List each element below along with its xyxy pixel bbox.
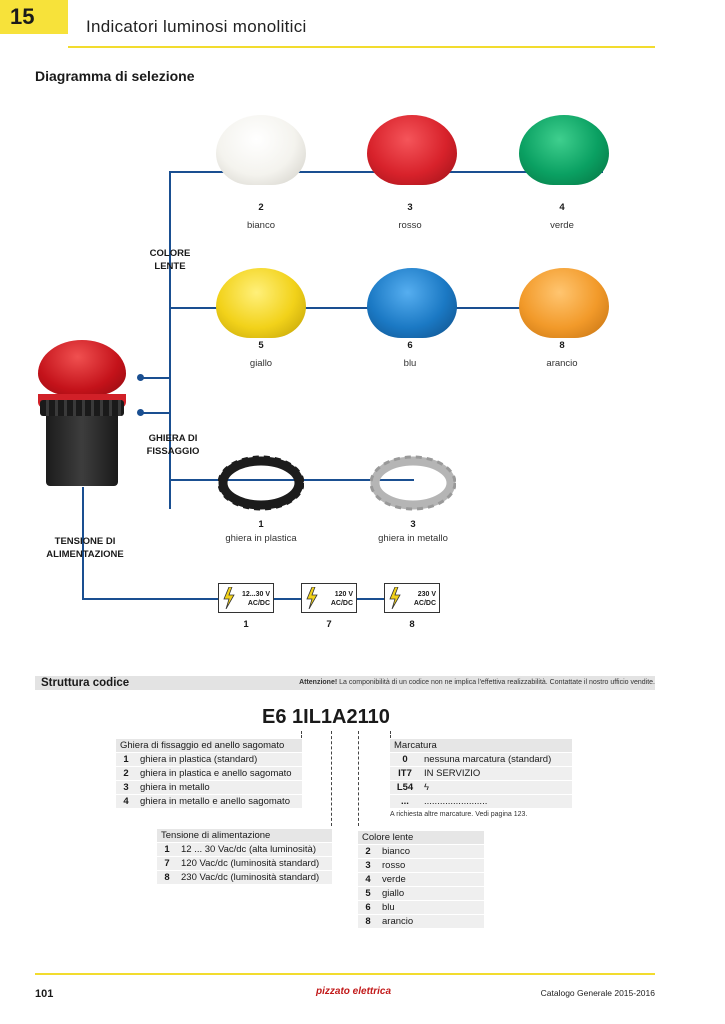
- voltage-line1: 120 V: [334, 591, 353, 598]
- voltage-box: 12...30 V AC/DC: [218, 583, 274, 613]
- marcatura-note: A richiesta altre marcature. Vedi pagina…: [390, 811, 528, 818]
- note-text: La componibilità di un codice non ne imp…: [339, 679, 655, 686]
- lens-code: 3: [407, 202, 413, 213]
- note-bold: Attenzione!: [299, 679, 338, 686]
- structure-note: Attenzione! La componibilità di un codic…: [299, 676, 655, 690]
- ring-code: 1: [258, 519, 264, 530]
- ring-plastic-image: [218, 455, 304, 511]
- voltage-code: 8: [409, 619, 415, 630]
- header-divider: [68, 46, 655, 48]
- brand-logo: pizzato elettrica: [316, 986, 392, 997]
- catalog-label: Catalogo Generale 2015-2016: [540, 988, 655, 998]
- ring-connector: [169, 479, 414, 481]
- lens-code: 6: [407, 340, 413, 351]
- voltage-line2: AC/DC: [413, 600, 436, 607]
- ring-code: 3: [410, 519, 416, 530]
- code-connector: [390, 731, 391, 746]
- code-connector: [358, 731, 359, 826]
- lens-name: verde: [550, 220, 574, 231]
- chapter-tab: 15: [0, 0, 68, 34]
- footer-divider: [35, 973, 655, 975]
- lens-giallo-image: [216, 268, 306, 338]
- table-title: Marcatura: [390, 739, 572, 753]
- ring-name: ghiera in metallo: [378, 533, 448, 544]
- lens-code: 8: [559, 340, 565, 351]
- colore-lente-label: COLORE LENTE: [149, 248, 191, 272]
- table-title: Ghiera di fissaggio ed anello sagomato: [116, 739, 302, 753]
- voltage-line1: 12...30 V: [241, 591, 270, 598]
- tensione-label: TENSIONE DI ALIMENTAZIONE: [46, 536, 124, 560]
- table-title: Tensione di alimentazione: [157, 829, 332, 843]
- lens-name: rosso: [398, 220, 422, 231]
- product-code: E6 1IL1A2110: [262, 706, 390, 728]
- code-connector: [331, 731, 332, 826]
- ghiera-table: Ghiera di fissaggio ed anello sagomato 1…: [116, 739, 302, 809]
- structure-bar: [35, 676, 655, 690]
- lens-name: bianco: [247, 220, 275, 231]
- lens-dot: [137, 374, 144, 381]
- lens-code: 2: [258, 202, 264, 213]
- voltage-box: 230 V AC/DC: [384, 583, 440, 613]
- lens-blu-image: [367, 268, 457, 338]
- voltage-line1: 230 V: [417, 591, 436, 598]
- lens-branch: [140, 377, 170, 379]
- indicator-product-image: [36, 340, 128, 490]
- lens-bianco-image: [216, 115, 306, 185]
- diagram-title: Diagramma di selezione: [35, 68, 195, 84]
- ring-name: ghiera in plastica: [225, 533, 297, 544]
- main-connector: [169, 171, 171, 509]
- ring-dot: [137, 409, 144, 416]
- ring-metal-image: [370, 455, 456, 511]
- table-row: ...........................: [390, 794, 572, 809]
- lens-rosso-image: [367, 115, 457, 185]
- lens-name: giallo: [249, 358, 273, 369]
- lens-arancio-image: [519, 268, 609, 338]
- code-connector: [301, 731, 302, 746]
- lens-code: 4: [559, 202, 565, 213]
- voltage-code: 7: [326, 619, 332, 630]
- page-number: 101: [35, 988, 54, 1000]
- voltage-code: 1: [243, 619, 249, 630]
- lens-verde-image: [519, 115, 609, 185]
- page-title: Indicatori luminosi monolitici: [86, 17, 307, 36]
- lens-name: arancio: [546, 358, 578, 369]
- table-title: Colore lente: [358, 831, 484, 845]
- voltage-line2: AC/DC: [330, 600, 353, 607]
- ghiera-label: GHIERA DI FISSAGGIO: [146, 433, 200, 457]
- voltage-box: 120 V AC/DC: [301, 583, 357, 613]
- lens-name: blu: [403, 358, 417, 369]
- structure-title: Struttura codice: [41, 677, 130, 689]
- voltage-drop: [82, 487, 84, 599]
- ring-branch: [140, 412, 170, 414]
- voltage-line2: AC/DC: [247, 600, 270, 607]
- lens-code: 5: [258, 340, 264, 351]
